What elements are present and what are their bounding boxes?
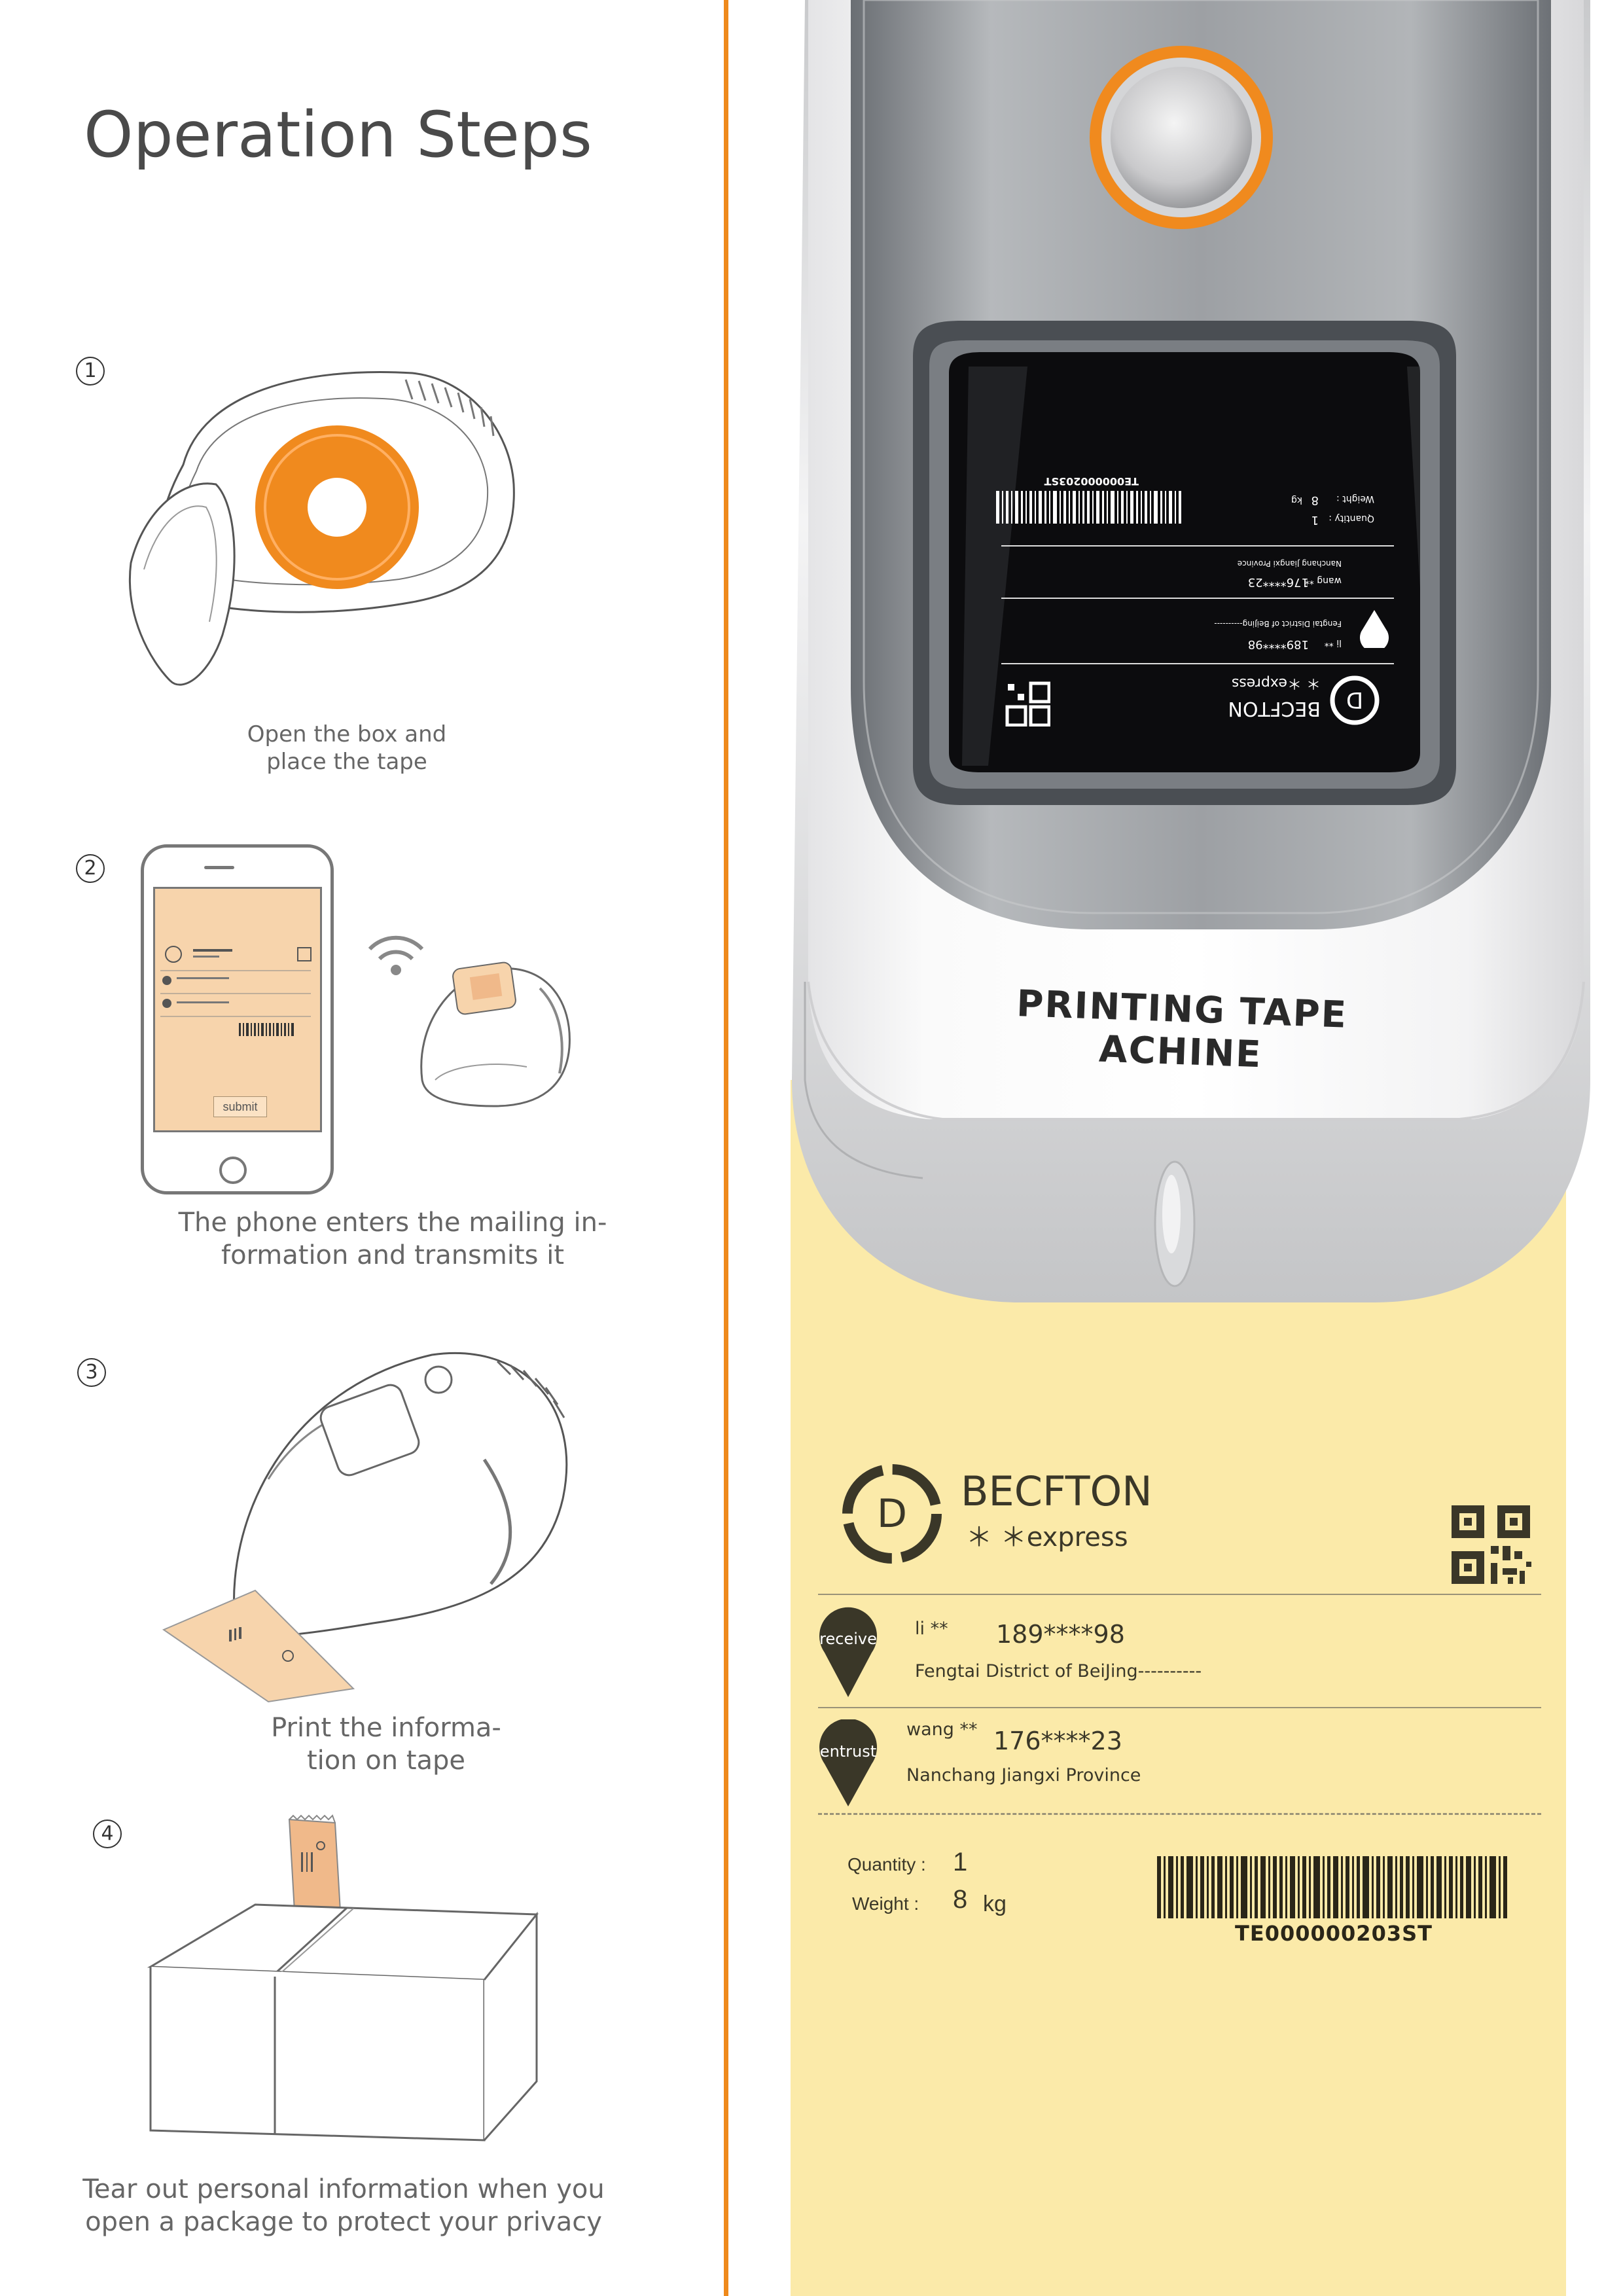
- step-1-number: 1: [76, 357, 105, 386]
- phone-home-button: [219, 1157, 247, 1184]
- quantity-value: 1: [953, 1848, 968, 1876]
- screen-weight-label: Weight :: [1336, 493, 1374, 504]
- screen-tracking-number: TE000000203ST: [1044, 475, 1139, 488]
- receive-name: li **: [915, 1619, 948, 1639]
- step-2-caption-line-1: The phone enters the mailing in-: [178, 1208, 607, 1238]
- quantity-label: Quantity :: [847, 1854, 926, 1874]
- step-2-caption-line-2: formation and transmits it: [221, 1240, 565, 1270]
- label-brand: BECFTON: [961, 1467, 1152, 1515]
- screen-quantity-label: Quantity :: [1329, 513, 1374, 524]
- tape-zigzag-edge: [791, 2238, 1566, 2296]
- step-4-caption-line-1: Tear out personal information when you: [82, 2174, 605, 2204]
- label-service: ＊ ＊express: [966, 1522, 1128, 1552]
- qr-code-icon: [1452, 1505, 1531, 1584]
- screen-service: ＊ ＊express: [1231, 675, 1321, 691]
- becfton-logo-icon: D: [842, 1464, 942, 1564]
- receive-address: Fengtai District of BeiJing----------: [915, 1661, 1202, 1681]
- phone-speaker: [204, 866, 234, 869]
- svg-text:D: D: [1346, 687, 1363, 713]
- screen-receive-address: Fengtai District of BeiJing----------: [1214, 619, 1342, 628]
- screen-qr-code-icon: [1005, 681, 1050, 726]
- weight-value: 8: [953, 1885, 968, 1914]
- step-3-number: 3: [77, 1358, 106, 1387]
- entrust-phone: 176****23: [993, 1727, 1122, 1755]
- machine-screen-display: D BECFTON ＊ ＊express li ** 189****98 Fen…: [982, 425, 1407, 740]
- phone-submit-button[interactable]: submit: [213, 1096, 267, 1117]
- entrust-name: wang **: [906, 1719, 978, 1740]
- receive-pin-label: receive: [819, 1630, 877, 1648]
- step-1-caption-line-1: Open the box and: [247, 721, 447, 747]
- entrust-address: Nanchang Jiangxi Province: [906, 1765, 1141, 1785]
- section-divider: [724, 0, 728, 2296]
- step-3-caption-line-2: tion on tape: [306, 1746, 466, 1776]
- screen-receive-name: li **: [1324, 637, 1342, 648]
- screen-divider-1: [1001, 663, 1394, 664]
- entrust-pin-icon: [819, 1719, 877, 1806]
- wifi-icon: [368, 935, 424, 975]
- screen-entrust-address: Nanchang Jiangxi Province: [1237, 559, 1342, 568]
- receive-phone: 189****98: [996, 1620, 1125, 1649]
- screen-brand: BECFTON: [1228, 697, 1321, 720]
- label-divider-2: [818, 1707, 1541, 1708]
- printer-printing-illustration: [162, 1352, 568, 1703]
- phone-screen: submit: [153, 887, 322, 1132]
- screen-receive-phone: 189****98: [1247, 637, 1309, 651]
- step-4-number: 4: [93, 1820, 122, 1848]
- screen-entrust-phone: 176****23: [1247, 575, 1309, 589]
- machine-name-label: PRINTING TAPE ACHINE: [1016, 982, 1348, 1077]
- screen-receive-pin-icon: [1360, 610, 1389, 648]
- package-box-illustration: [147, 1814, 539, 2142]
- weight-unit: kg: [983, 1892, 1007, 1916]
- phone-screen-label-preview: [160, 946, 312, 1036]
- step-3-caption-line-1: Print the informa-: [271, 1713, 501, 1743]
- label-divider-3: [818, 1813, 1541, 1815]
- step-2-number: 2: [76, 854, 105, 883]
- screen-entrust-name: wang **: [1304, 575, 1342, 586]
- screen-barcode: [996, 491, 1181, 524]
- weight-label: Weight :: [852, 1893, 919, 1914]
- step-4-caption-line-2: open a package to protect your privacy: [85, 2207, 602, 2237]
- screen-quantity-value: 1: [1311, 513, 1319, 527]
- phone-illustration: submit: [141, 844, 334, 1194]
- entrust-pin-label: entrust: [819, 1742, 877, 1761]
- screen-weight-unit: kg: [1291, 495, 1302, 505]
- label-divider-1: [818, 1594, 1541, 1595]
- receive-pin-icon: [819, 1607, 877, 1697]
- screen-weight-value: 8: [1311, 493, 1319, 507]
- tape-box-open-illustration: [129, 371, 515, 686]
- screen-divider-3: [1001, 545, 1394, 547]
- screen-logo-icon: D: [1330, 675, 1380, 725]
- step-1-caption-line-2: place the tape: [266, 749, 427, 775]
- tracking-number: TE000000203ST: [1235, 1921, 1433, 1946]
- printer-small-illustration: [420, 961, 571, 1107]
- page-title: Operation Steps: [84, 98, 592, 171]
- logo-letter: D: [877, 1491, 907, 1537]
- tracking-barcode: [1157, 1856, 1507, 1918]
- screen-divider-2: [1001, 598, 1394, 599]
